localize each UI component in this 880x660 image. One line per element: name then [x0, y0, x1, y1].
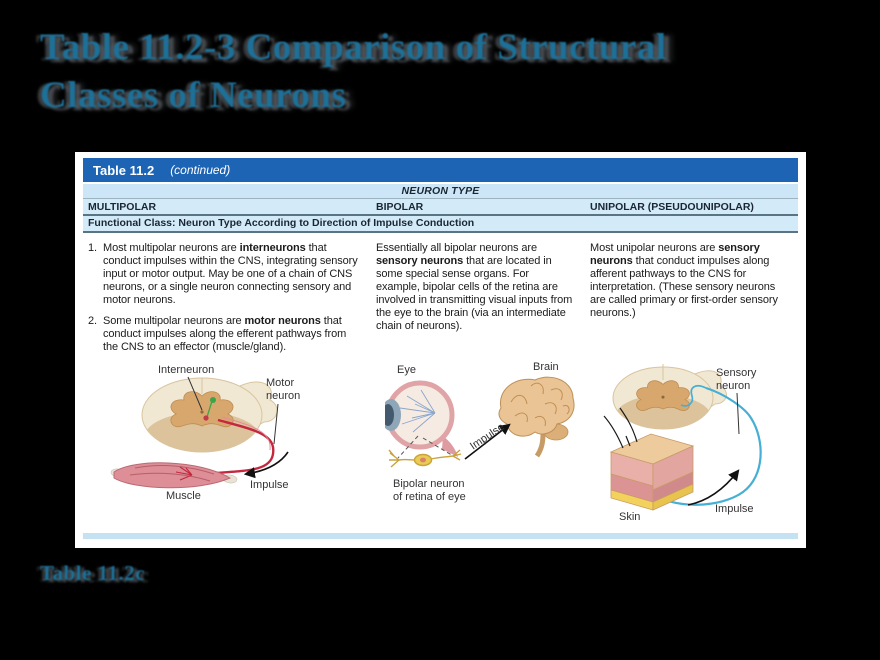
dashed-projection-lines: [397, 435, 456, 459]
slide-title-line1: Table 11.2-3 Comparison of Structural: [40, 27, 667, 68]
spinal-cord-illustration: [141, 377, 278, 453]
table-panel: Table 11.2 (continued) NEURON TYPE MULTI…: [75, 152, 806, 548]
illustrations-row: Interneuron Motor neuron Impulse Muscle: [75, 360, 806, 532]
unipolar-cell: Most unipolar neurons are sensory neuron…: [590, 242, 778, 319]
impulse-label: Impulse: [250, 479, 289, 491]
svg-text:of retina of eye: of retina of eye: [393, 491, 466, 503]
unipolar-illustration: Sensory neuron Skin Impulse: [603, 364, 762, 523]
impulse-arrow: [243, 451, 289, 479]
slide-title-line2: Classes of Neurons: [40, 75, 347, 116]
bipolar-illustration: Eye Brain Impulse Bipolar neuron of reti…: [385, 361, 575, 503]
item-number: 2.: [88, 315, 97, 327]
multipolar-item-1: 1. Most multipolar neurons are interneur…: [88, 242, 361, 307]
spinal-cord-illustration: [612, 364, 727, 430]
skin-label: Skin: [619, 511, 640, 523]
multipolar-item-2: 2. Some multipolar neurons are motor neu…: [88, 315, 361, 354]
interneuron-illustration: [203, 397, 216, 421]
item-text: Most multipolar neurons are interneurons…: [103, 242, 358, 306]
eye-label: Eye: [397, 364, 416, 376]
column-header-multipolar: MULTIPOLAR: [88, 201, 157, 213]
functional-class-row: Functional Class: Neuron Type According …: [83, 216, 798, 233]
eye-illustration: [385, 380, 458, 457]
skin-illustration: [603, 407, 695, 511]
multipolar-cell: 1. Most multipolar neurons are interneur…: [83, 242, 371, 362]
brain-illustration: [498, 376, 575, 458]
muscle-label: Muscle: [166, 490, 201, 502]
interneuron-label: Interneuron: [158, 364, 214, 376]
neuron-type-header: NEURON TYPE: [83, 182, 798, 199]
column-header-unipolar: UNIPOLAR (PSEUDOUNIPOLAR): [590, 201, 754, 213]
slide-title: Table 11.2-3 Comparison of Structural Cl…: [40, 24, 800, 120]
item-text: Some multipolar neurons are motor neuron…: [103, 315, 347, 353]
table-titlebar: Table 11.2 (continued): [83, 158, 798, 182]
impulse-label: Impulse: [715, 503, 754, 515]
svg-text:neuron: neuron: [716, 380, 750, 392]
table-body: 1. Most multipolar neurons are interneur…: [83, 233, 798, 362]
sensory-neuron-label: Sensory: [716, 367, 757, 379]
impulse-arrow: [464, 423, 511, 460]
muscle-illustration: [110, 462, 238, 489]
motor-axon: [191, 418, 275, 477]
item-number: 1.: [88, 242, 97, 254]
multipolar-illustration: Interneuron Motor neuron Impulse Muscle: [110, 364, 300, 502]
slide-caption: Table 11.2c: [40, 561, 146, 585]
column-headers-row: MULTIPOLAR BIPOLAR UNIPOLAR (PSEUDOUNIPO…: [83, 199, 798, 216]
column-header-bipolar: BIPOLAR: [376, 201, 424, 213]
impulse-arrow: [687, 469, 740, 506]
bipolar-caption: Bipolar neuron: [393, 478, 465, 490]
table-number: Table 11.2: [93, 162, 155, 178]
panel-bottom-strip: [83, 533, 798, 539]
brain-label: Brain: [533, 361, 559, 373]
bipolar-neuron-illustration: [388, 449, 462, 468]
table-continued-label: (continued): [170, 163, 231, 177]
impulse-label: Impulse: [468, 421, 507, 452]
motor-neuron-label: Motor: [266, 377, 294, 389]
svg-text:neuron: neuron: [266, 390, 300, 402]
bipolar-cell: Essentially all bipolar neurons are sens…: [376, 242, 573, 332]
